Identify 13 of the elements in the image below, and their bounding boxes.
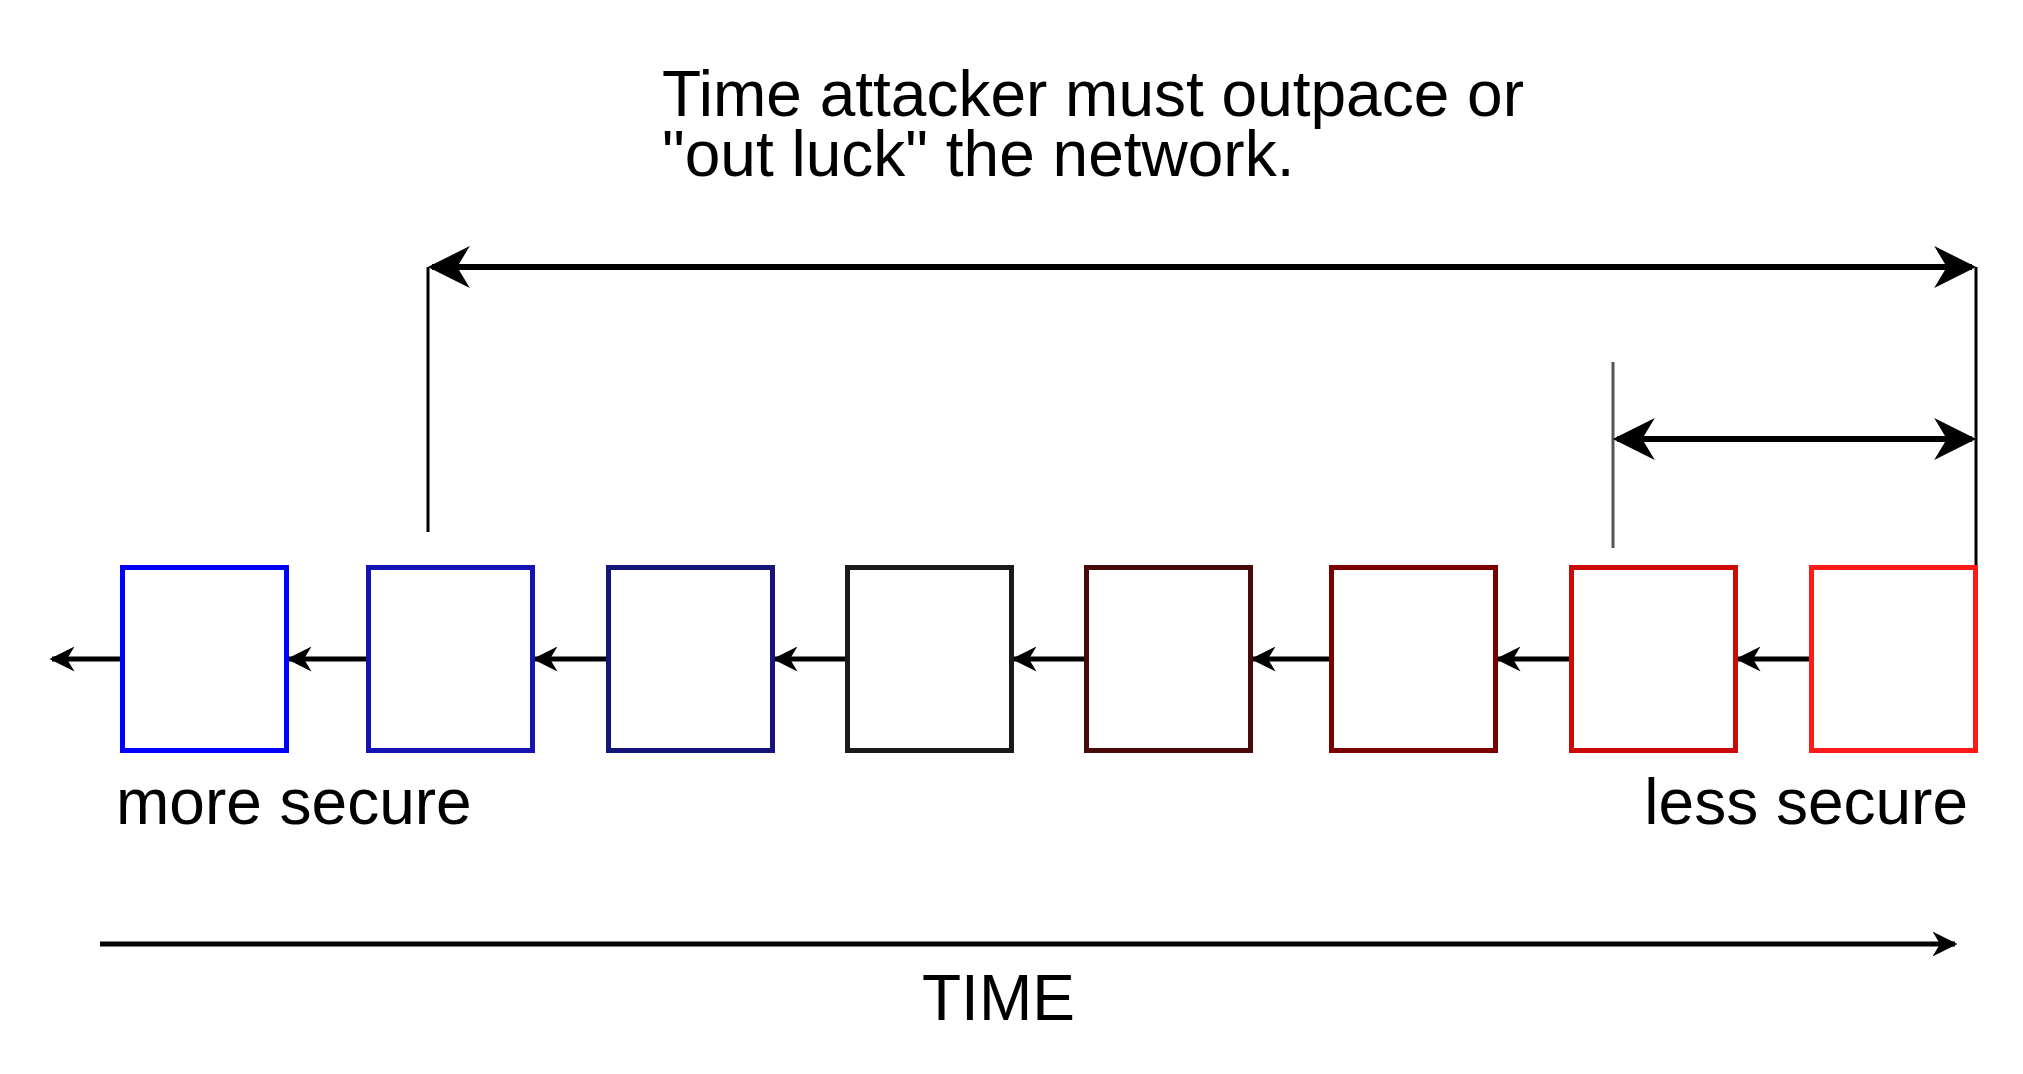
end-label: less secure: [1644, 772, 1968, 832]
block-box: [606, 565, 775, 753]
end-label: more secure: [116, 772, 472, 832]
block-box: [1329, 565, 1498, 753]
block-box: [845, 565, 1014, 753]
block-box: [1084, 565, 1253, 753]
block-box: [1569, 565, 1738, 753]
block-box: [366, 565, 535, 753]
block-box: [1809, 565, 1978, 753]
block-box: [120, 565, 289, 753]
caption-text: Time attacker must outpace or "out luck" the network.: [662, 64, 1525, 184]
arrow: [49, 646, 120, 672]
axis-label: TIME: [922, 968, 1075, 1028]
